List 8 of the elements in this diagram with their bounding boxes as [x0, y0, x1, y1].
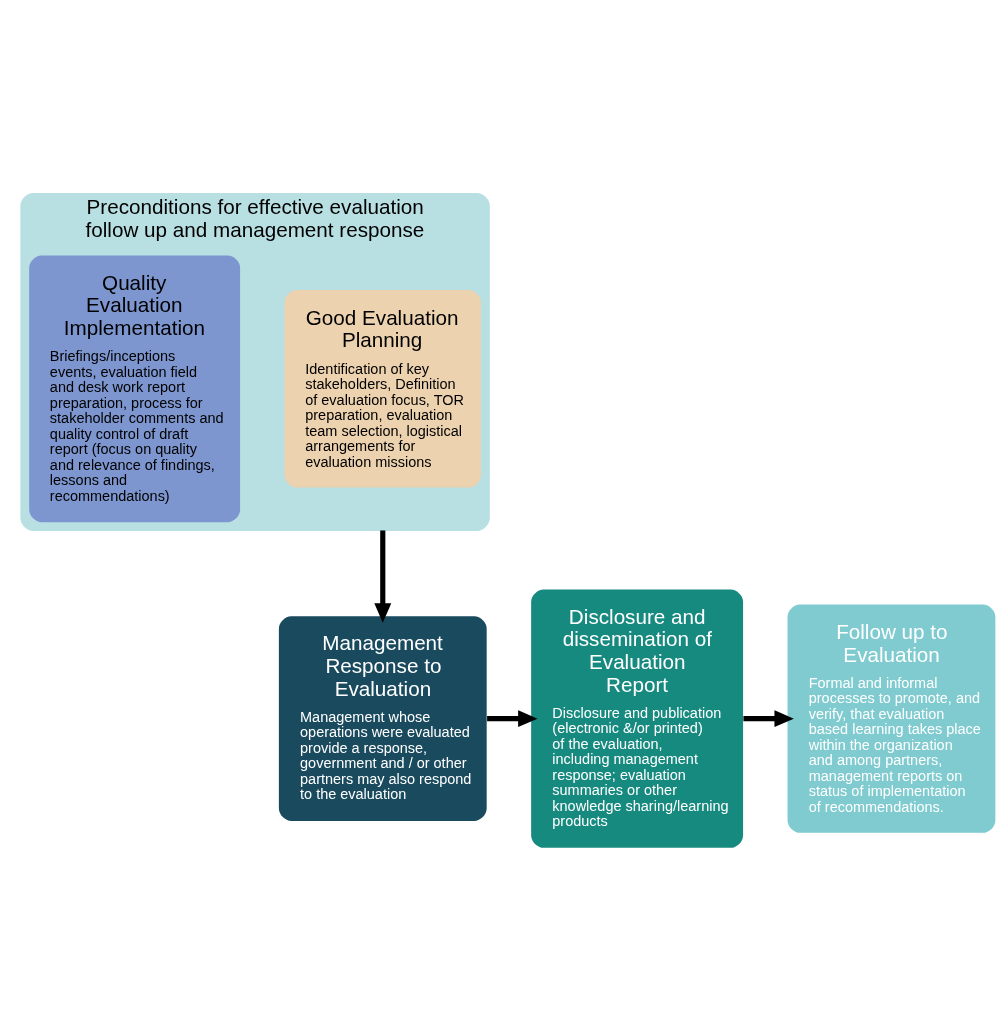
node-box: Management Response to Evaluation Management whose operations were evaluated provide a response, government and / or other partners may also respond to the evaluation	[278, 615, 487, 821]
arrow	[487, 709, 538, 727]
arrow	[374, 529, 392, 623]
node-box: Good Evaluation Planning Identification of key stakeholders, Definition of evaluation focus, TOR preparation, evaluation team selection, logistical arrangements for evaluation missions	[284, 289, 481, 488]
node-box: Disclosure and dissemination of Evaluation Report Disclosure and publication (electronic &/or printed) of the evaluation, including management response; evaluation summaries or other knowledge sharing/learning products	[531, 588, 744, 848]
node-box: Follow up to Evaluation Formal and informal processes to promote, and verify, that evaluation based learning takes place within the organization and among partners, management reports on status of implementation of recommendations.	[787, 603, 996, 833]
arrow	[743, 709, 794, 727]
node-box: Quality Evaluation Implementation Briefings/inceptions events, evaluation field and desk work report preparation, process for stakeholder comments and quality control of draft report (focus on quality and relevance of findings, lessons and recommendations)	[29, 254, 241, 522]
